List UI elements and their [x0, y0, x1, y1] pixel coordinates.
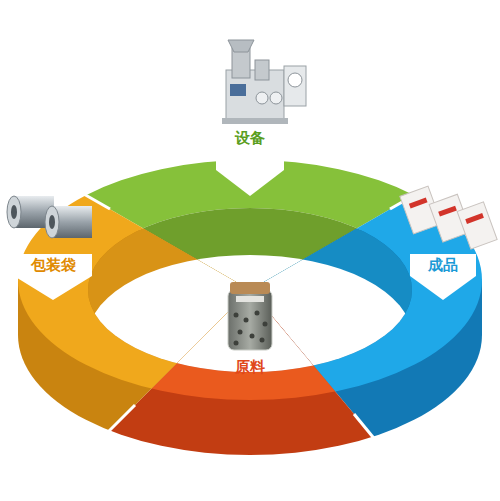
machine-illustration [222, 40, 306, 124]
cycle-label: 包装袋 [13, 255, 93, 275]
jar-illustration [228, 282, 272, 350]
arrow-notch [14, 150, 476, 300]
ring-segment [18, 160, 482, 455]
label-text: 成品 [428, 255, 458, 275]
sachet-illustration [400, 186, 497, 249]
film-roll-illustration [7, 196, 92, 238]
label-text: 原料 [235, 357, 265, 377]
cycle-label: 设备 [210, 128, 290, 148]
segment-gap [40, 169, 460, 470]
label-text: 包装袋 [31, 255, 76, 275]
cycle-label: 成品 [403, 255, 483, 275]
ring-segment [18, 160, 482, 455]
ring-segment [18, 160, 482, 455]
ring-segment [18, 160, 482, 455]
cycle-label: 原料 [210, 357, 290, 377]
label-text: 设备 [235, 128, 265, 148]
